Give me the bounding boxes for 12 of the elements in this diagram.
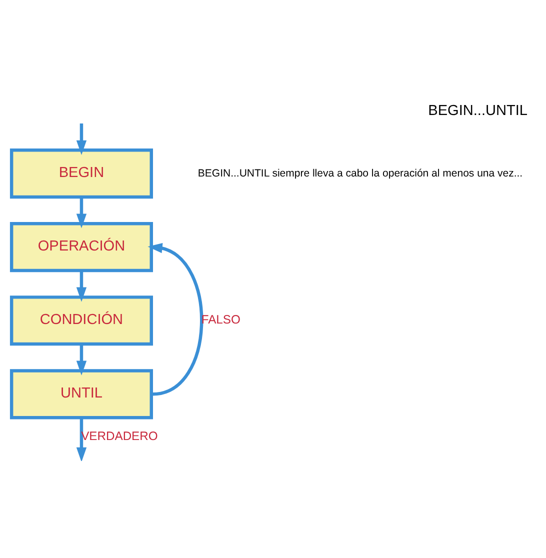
node-box: BEGIN <box>10 148 153 199</box>
diagram-title: BEGIN...UNTIL <box>428 103 528 120</box>
arrow <box>76 197 87 228</box>
node-box: OPERACIÓN <box>10 222 153 272</box>
node-box: CONDICIÓN <box>10 296 153 346</box>
arrow <box>148 242 204 396</box>
arrow <box>76 418 87 461</box>
arrow <box>76 270 87 302</box>
arrow <box>76 123 87 155</box>
label: BEGIN...UNTIL siempre lleva a cabo la operación al menos una vez... <box>198 167 523 180</box>
node-box: UNTIL <box>10 369 153 420</box>
arrow <box>76 344 87 376</box>
